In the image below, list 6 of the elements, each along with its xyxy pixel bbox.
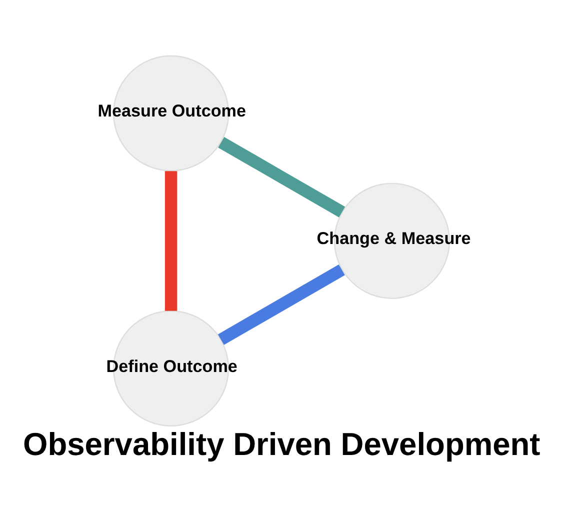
connector <box>218 136 346 217</box>
node-label: Change & Measure <box>316 228 471 248</box>
node-label: Measure Outcome <box>98 101 246 120</box>
connector <box>218 264 345 344</box>
diagram-title: Observability Driven Development <box>23 425 540 462</box>
connector <box>164 170 178 310</box>
